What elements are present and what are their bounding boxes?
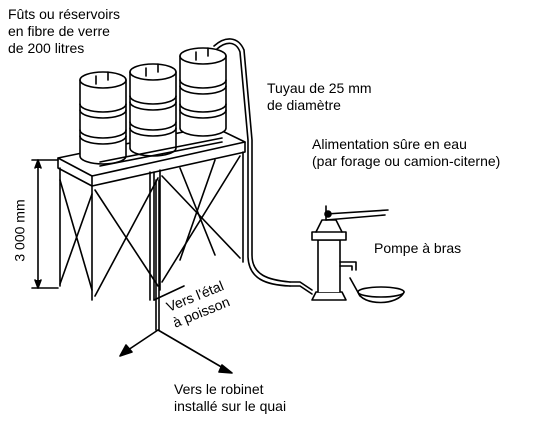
tap-label-line-2: installé sur le quai (174, 398, 287, 414)
supply-label-line-1: Alimentation sûre en eau (312, 136, 467, 152)
supply-label-line-2: (par forage ou camion-citerne) (312, 153, 501, 169)
height-label-text: 3 000 mm (11, 199, 28, 262)
supply-label: Alimentation sûre en eau (par forage ou … (312, 136, 500, 170)
basin (349, 277, 405, 304)
height-label: 3 000 mm (12, 191, 29, 271)
supply-pipe (213, 38, 291, 287)
pipe-label-line-1: Tuyau de 25 mm (267, 80, 372, 96)
tanks-label-line-1: Fûts ou réservoirs (8, 6, 121, 22)
tanks-label-line-3: de 200 litres (8, 40, 85, 56)
tap-label: Vers le robinet installé sur le quai (174, 381, 286, 415)
outlet-pipes (149, 171, 160, 331)
tanks-label: Fûts ou réservoirs en fibre de verre de … (8, 6, 120, 57)
pump-label: Pompe à bras (374, 240, 461, 257)
pipe-label: Tuyau de 25 mm de diamètre (267, 80, 372, 114)
drum-3 (179, 47, 227, 137)
hand-pump (289, 205, 389, 301)
drums (79, 47, 227, 167)
pipe-label-line-2: de diamètre (267, 97, 341, 113)
drum-1 (79, 71, 127, 165)
arrows (119, 285, 233, 374)
tanks-label-line-2: en fibre de verre (8, 23, 110, 39)
pump-label-text: Pompe à bras (374, 240, 462, 256)
drum-2 (129, 63, 177, 157)
height-dimension (31, 159, 59, 289)
tap-label-line-1: Vers le robinet (174, 381, 264, 397)
